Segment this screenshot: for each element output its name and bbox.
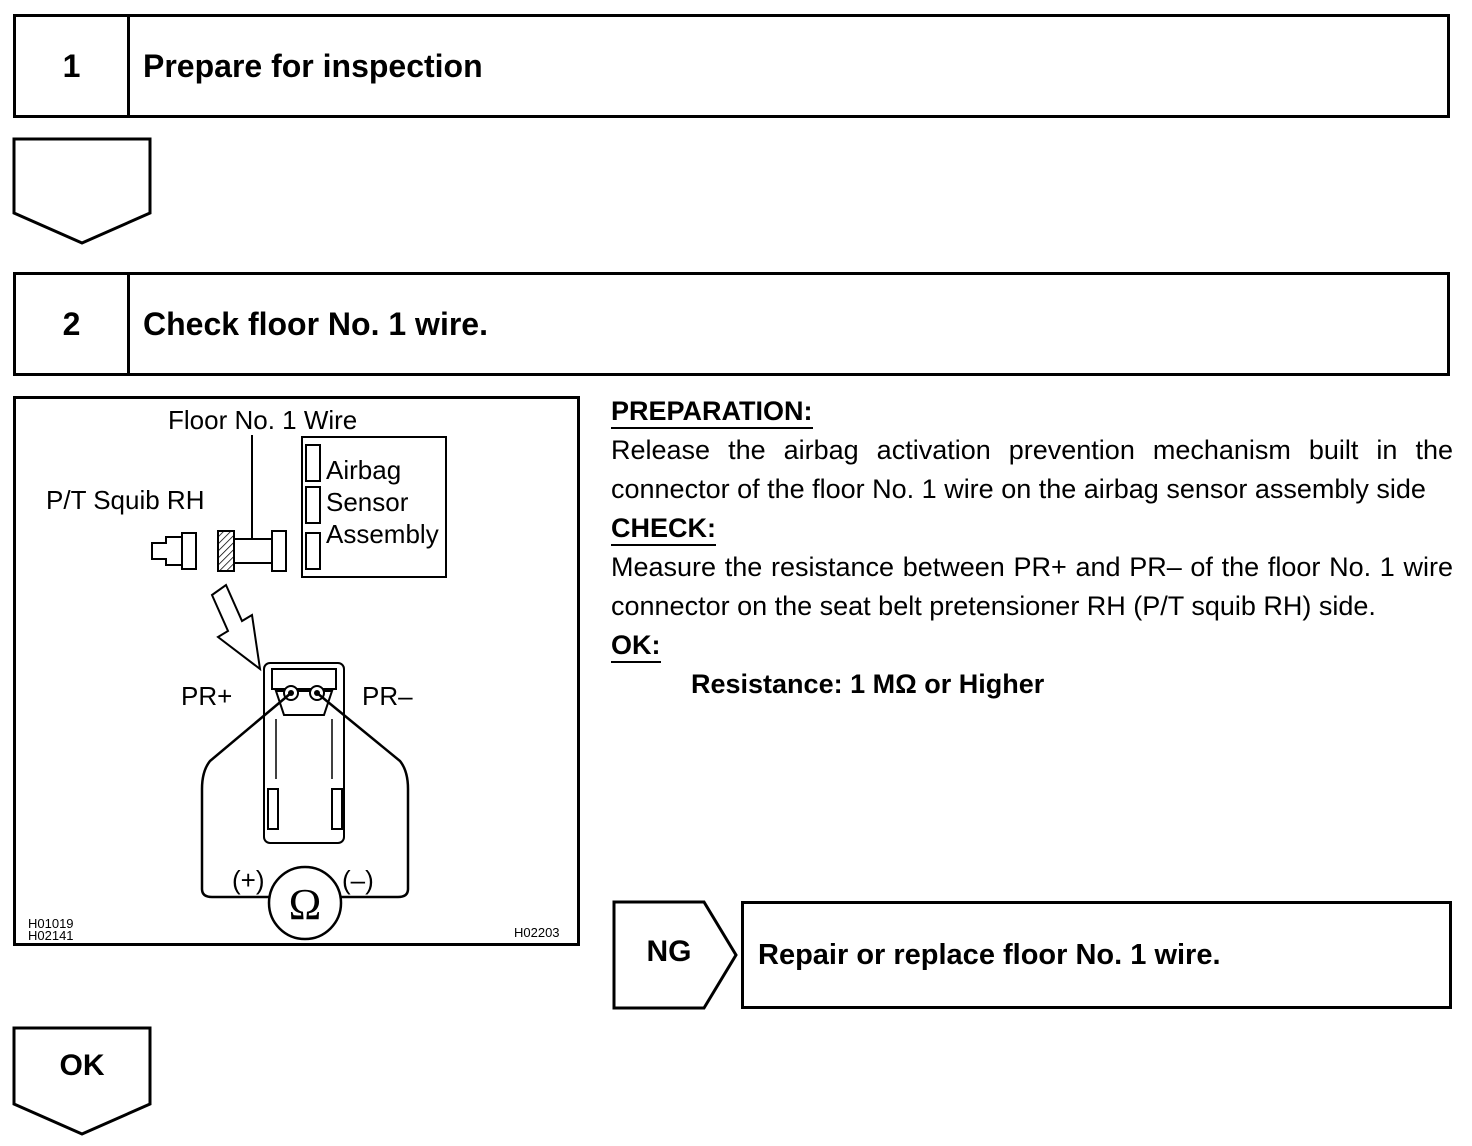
squib-label: P/T Squib RH xyxy=(46,485,204,515)
wiring-diagram: Floor No. 1 Wire P/T Squib RH Airbag Sen… xyxy=(28,405,560,943)
pr-plus-label: PR+ xyxy=(181,681,232,711)
ok-heading: OK: xyxy=(611,629,661,663)
ohmmeter-icon xyxy=(267,865,343,941)
sensor-line-1: Airbag xyxy=(326,455,401,485)
step-1-title: Prepare for inspection xyxy=(143,47,483,84)
preparation-text: Release the airbag activation prevention… xyxy=(611,435,1453,504)
check-text: Measure the resistance between PR+ and P… xyxy=(611,552,1453,621)
figure-code-1: H01019 xyxy=(28,916,74,931)
airbag-sensor-box xyxy=(301,436,447,578)
figure-code-2: H02141 xyxy=(28,928,74,943)
step-2-number: 2 xyxy=(16,275,130,373)
plus-terminal-label: (+) xyxy=(232,865,265,895)
step-2-title: Check floor No. 1 wire. xyxy=(143,305,488,342)
down-arrow-icon xyxy=(12,137,152,245)
ok-spec: Resistance: 1 MΩ or Higher xyxy=(691,669,1045,699)
wiring-diagram-figure: Floor No. 1 Wire P/T Squib RH Airbag Sen… xyxy=(13,396,580,946)
step-1-number: 1 xyxy=(16,17,130,115)
ng-arrow-icon xyxy=(612,900,738,1010)
sensor-line-2: Sensor xyxy=(326,487,409,517)
sensor-line-3: Assembly xyxy=(326,519,439,549)
preparation-heading: PREPARATION: xyxy=(611,395,813,429)
instructions: PREPARATION: Release the airbag activati… xyxy=(611,392,1453,704)
figure-code-3: H02203 xyxy=(514,925,560,940)
squib-plug-icon xyxy=(151,536,183,566)
step-2-box: 2 Check floor No. 1 wire. xyxy=(13,272,1450,376)
ok-arrow-icon xyxy=(12,1026,152,1136)
step-1-box: 1 Prepare for inspection xyxy=(13,14,1450,118)
ng-result-box: Repair or replace floor No. 1 wire. xyxy=(741,901,1452,1009)
hollow-arrow-icon xyxy=(210,583,262,672)
ok-label: OK xyxy=(59,1049,105,1082)
pr-minus-label: PR– xyxy=(362,681,413,711)
minus-terminal-label: (–) xyxy=(342,865,374,895)
ng-label: NG xyxy=(646,935,692,968)
floor-wire-label: Floor No. 1 Wire xyxy=(168,405,357,435)
connector-hatched-icon xyxy=(217,530,235,572)
ohm-symbol: Ω xyxy=(289,880,322,929)
check-heading: CHECK: xyxy=(611,512,716,546)
